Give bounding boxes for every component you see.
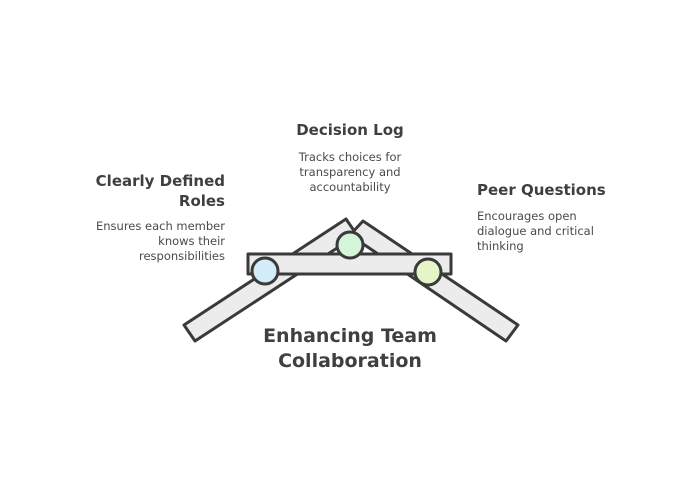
item-title-line: Peer Questions	[477, 181, 606, 199]
item-title-line: Roles	[178, 192, 225, 210]
main-title: Enhancing Team Collaboration	[205, 324, 495, 374]
desc-line: Ensures each member	[95, 219, 225, 233]
desc-line: accountability	[309, 180, 391, 194]
joint-circle-center	[335, 230, 365, 260]
item-desc-peer-questions: Encourages open dialogue and critical th…	[477, 209, 607, 254]
desc-line: Encourages open	[477, 209, 577, 223]
desc-line: thinking	[477, 239, 524, 253]
desc-line: dialogue and critical	[477, 224, 594, 238]
item-title-decision-log: Decision Log	[250, 120, 450, 140]
joint-circle-right	[413, 257, 443, 287]
joint-circle-left	[250, 256, 280, 286]
desc-line: Tracks choices for	[298, 150, 402, 164]
item-desc-decision-log: Tracks choices for transparency and acco…	[270, 150, 430, 195]
desc-line: transparency and	[299, 165, 401, 179]
main-title-line: Collaboration	[278, 350, 422, 372]
item-title-peer-questions: Peer Questions	[477, 180, 606, 200]
item-desc-roles: Ensures each member knows their responsi…	[85, 219, 225, 264]
desc-line: responsibilities	[138, 249, 225, 263]
desc-line: knows their	[158, 234, 225, 248]
item-title-line: Clearly Defined	[95, 172, 225, 190]
item-title-roles: Clearly Defined Roles	[85, 171, 225, 211]
main-title-line: Enhancing Team	[263, 325, 437, 347]
item-title-line: Decision Log	[296, 121, 404, 139]
